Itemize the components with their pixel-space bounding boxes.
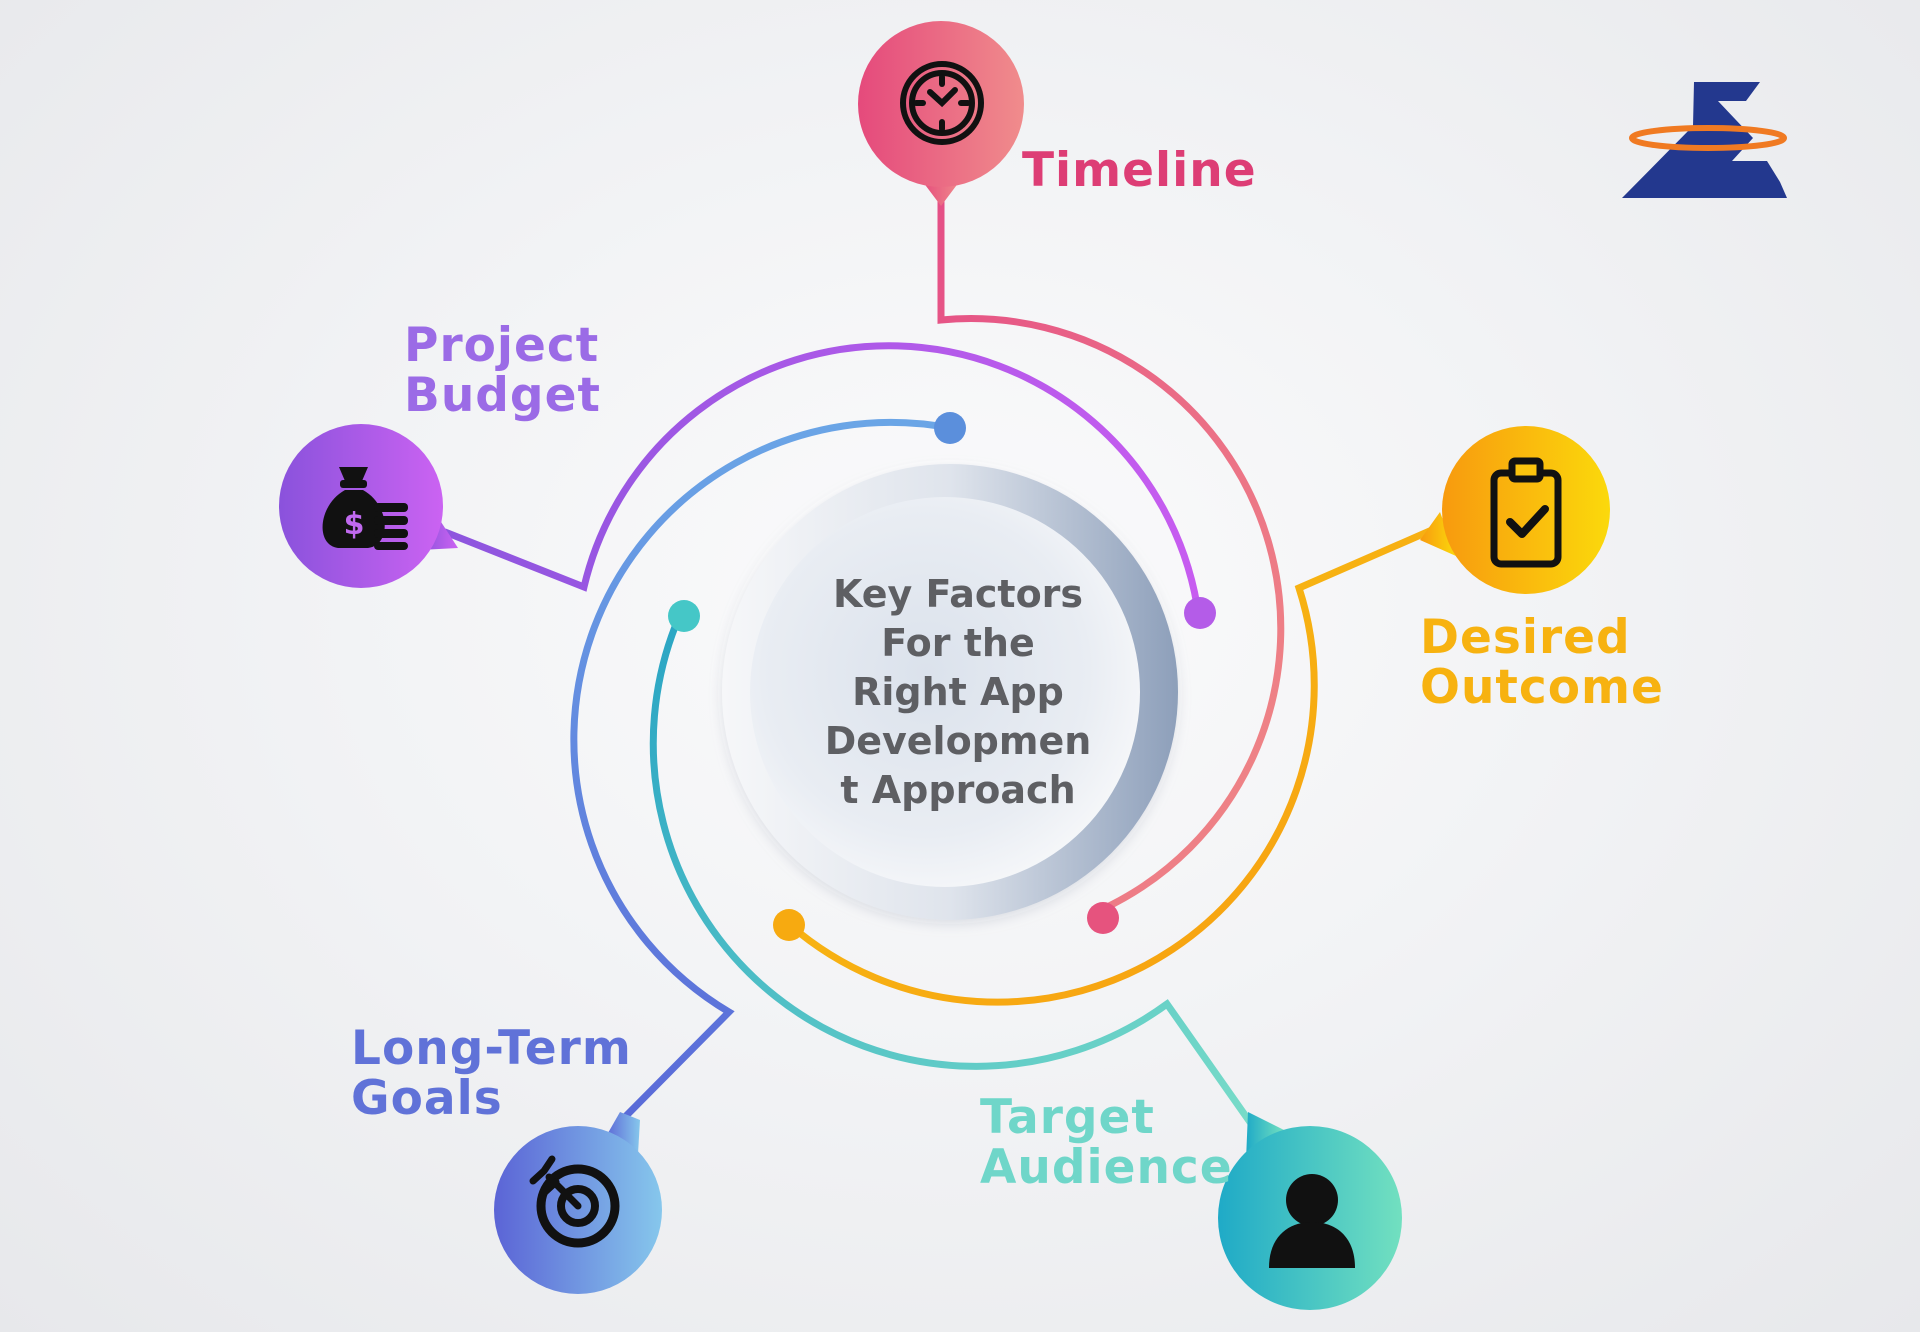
goals-pin: [494, 1112, 662, 1294]
timeline-connector-dot: [1087, 902, 1119, 934]
audience-label-line: Audience: [980, 1140, 1233, 1195]
timeline-label-line: Timeline: [1022, 143, 1257, 198]
center-title-line: For the: [881, 620, 1035, 665]
outcome-label-line: Desired: [1420, 610, 1631, 665]
money-bag-icon: $: [322, 467, 408, 550]
center-title-line: Key Factors: [832, 571, 1084, 616]
goals-label-line: Long-Term: [351, 1021, 632, 1076]
target-icon: [529, 1155, 620, 1248]
goals-label: Long-Term Goals: [351, 1024, 632, 1124]
budget-connector: [441, 342, 1201, 609]
center-title-line: t Approach: [840, 767, 1076, 812]
goals-connector-dot: [934, 412, 966, 444]
company-logo-icon: [1622, 82, 1787, 198]
clipboard-check-icon: [1490, 457, 1562, 568]
audience-connector: [649, 613, 1256, 1129]
outcome-connector-dot: [773, 909, 805, 941]
budget-connector-dot: [1184, 597, 1216, 629]
outcome-label: Desired Outcome: [1420, 613, 1664, 713]
budget-pin: $: [279, 424, 458, 588]
center-title-line: Right App: [852, 669, 1064, 714]
center-title-line: Developmen: [824, 718, 1092, 763]
timeline-pin: [858, 21, 1024, 206]
user-icon: [1269, 1174, 1355, 1268]
goals-connector: [570, 418, 954, 1126]
outcome-connector: [786, 526, 1436, 1006]
clock-icon: [900, 61, 984, 145]
outcome-pin: [1420, 426, 1610, 594]
timeline-connector: [937, 196, 1285, 912]
center-hub: [718, 460, 1182, 924]
center-title: Key Factors For the Right App Developmen…: [780, 564, 1136, 820]
audience-connector-dot: [668, 600, 700, 632]
budget-label-line: Project: [404, 318, 600, 373]
svg-text:$: $: [344, 507, 365, 542]
audience-pin: [1218, 1112, 1402, 1310]
timeline-label: Timeline: [1022, 146, 1257, 196]
goals-label-line: Goals: [351, 1071, 503, 1126]
budget-label-line: Budget: [404, 368, 601, 423]
audience-label: Target Audience: [980, 1093, 1233, 1193]
outcome-label-line: Outcome: [1420, 660, 1664, 715]
audience-label-line: Target: [980, 1090, 1155, 1145]
budget-label: Project Budget: [404, 321, 601, 421]
